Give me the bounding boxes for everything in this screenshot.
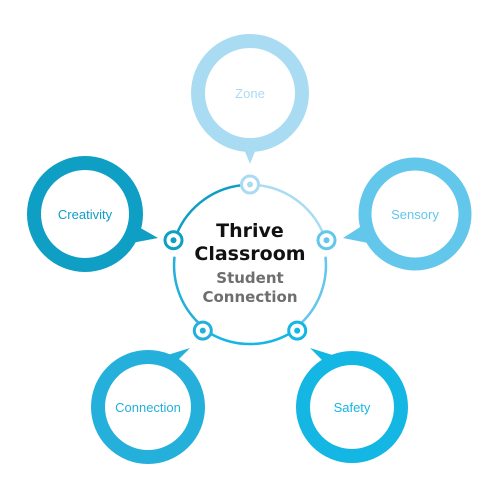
ring-arc-sensory-safety [300,256,328,325]
ring-arc-zone-sensory [256,183,327,242]
hub-text: Thrive Classroom Student Connection [194,220,305,306]
bubble-ring-creativity [27,156,143,272]
node-bubble-safety: Safety [296,348,408,463]
hub-subtitle-line-2: Connection [202,288,297,306]
hub-ring [172,183,328,346]
ring-arc-safety-connection [210,332,290,346]
bubble-tail-zone [240,139,260,164]
node-label-creativity: Creativity [58,207,113,222]
node-label-connection: Connection [115,400,181,415]
ring-arc-connection-creativity [172,256,200,325]
bubble-tail-safety [310,348,342,363]
bubble-tail-sensory [343,222,373,244]
marker-safety [287,320,308,341]
hub-title-line-2: Classroom [194,243,305,265]
marker-creativity [163,230,184,251]
node-bubble-connection: Connection [91,348,205,464]
marker-zone [240,174,260,195]
node-bubble-creativity: Creativity [27,156,158,272]
hub-markers [163,174,337,341]
node-label-sensory: Sensory [391,207,439,222]
hub-subtitle-line-1: Student [216,269,283,287]
bubble-ring-connection [91,350,205,464]
bubble-tail-connection [158,348,190,363]
marker-sensory [316,230,337,251]
marker-connection [192,320,213,341]
bubble-tail-creativity [126,222,158,244]
hub-title-line-1: Thrive [216,220,284,242]
bubble-ring-safety [296,351,408,463]
bubble-ring-sensory [358,157,472,271]
ring-arc-creativity-zone [173,183,244,242]
node-bubble-zone: Zone [191,34,309,164]
node-label-safety: Safety [334,400,371,415]
node-label-zone: Zone [235,86,265,101]
node-bubble-sensory: Sensory [343,157,472,271]
